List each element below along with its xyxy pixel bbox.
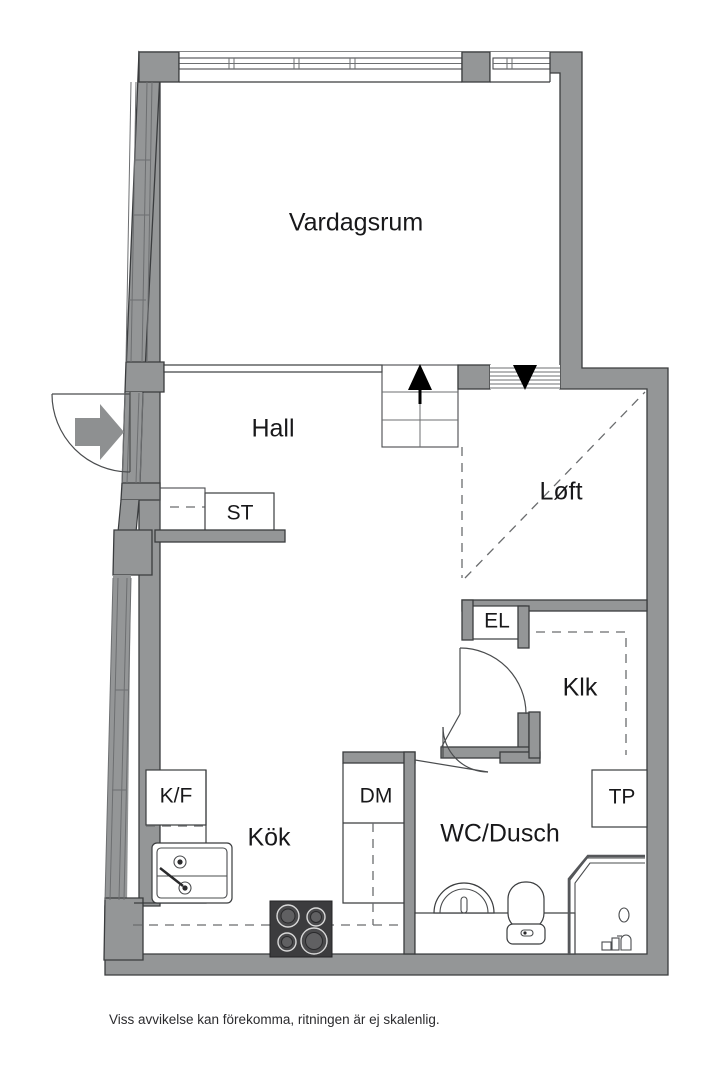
room-label-kok: Kök: [247, 824, 291, 852]
room-label-wc-dusch: WC/Dusch: [440, 820, 559, 848]
win-left-upper: [125, 81, 153, 363]
room-label-klk: Klk: [563, 674, 598, 702]
stove-cooktop: [269, 900, 333, 958]
closet-st: ST: [154, 487, 286, 543]
shower-fittings: [601, 934, 632, 951]
room-kok: K/F DM: [133, 763, 404, 958]
staircase: [381, 364, 560, 448]
toilet: [506, 881, 546, 945]
closet-st-label: ST: [227, 502, 254, 525]
window-pier-top: [461, 51, 491, 83]
closet-el-label: EL: [484, 610, 510, 633]
closet-tp: TP: [591, 769, 648, 828]
room-label-vardagsrum: Vardagsrum: [289, 209, 423, 237]
stair-up-arrow: [408, 364, 432, 404]
room-label-hall: Hall: [251, 415, 294, 443]
outer-walls: [104, 51, 669, 976]
interior-walls-lower: [342, 711, 541, 955]
closet-tp-label: TP: [609, 786, 636, 809]
room-loft: Løft: [461, 391, 646, 579]
room-klk-group: EL Klk: [440, 599, 648, 759]
closet-kf-label: DM: [360, 785, 393, 808]
win-left-lower: [104, 577, 132, 901]
bathroom-door[interactable]: [414, 726, 489, 773]
win-top-2: [489, 52, 551, 83]
wall-vardagsrum-hall: [163, 364, 383, 373]
walk-in-closet-door[interactable]: [440, 647, 527, 749]
win-top-1: [178, 52, 463, 83]
stair-down-arrow: [513, 365, 537, 390]
floor-drain: [618, 907, 630, 923]
win-entry-side: [121, 392, 144, 484]
room-label-loft: Løft: [539, 478, 582, 506]
wash-basin: [433, 882, 495, 914]
entrance-direction-arrow: [75, 404, 124, 460]
shower-corner: [567, 854, 645, 954]
closet-dm-label: K/F: [160, 785, 193, 808]
entrance-door[interactable]: [51, 392, 131, 473]
kitchen-sink: [151, 842, 233, 904]
plan-caption: Viss avvikelse kan förekomma, ritningen …: [109, 1012, 440, 1027]
room-wc-dusch: WC/Dusch: [414, 820, 645, 955]
